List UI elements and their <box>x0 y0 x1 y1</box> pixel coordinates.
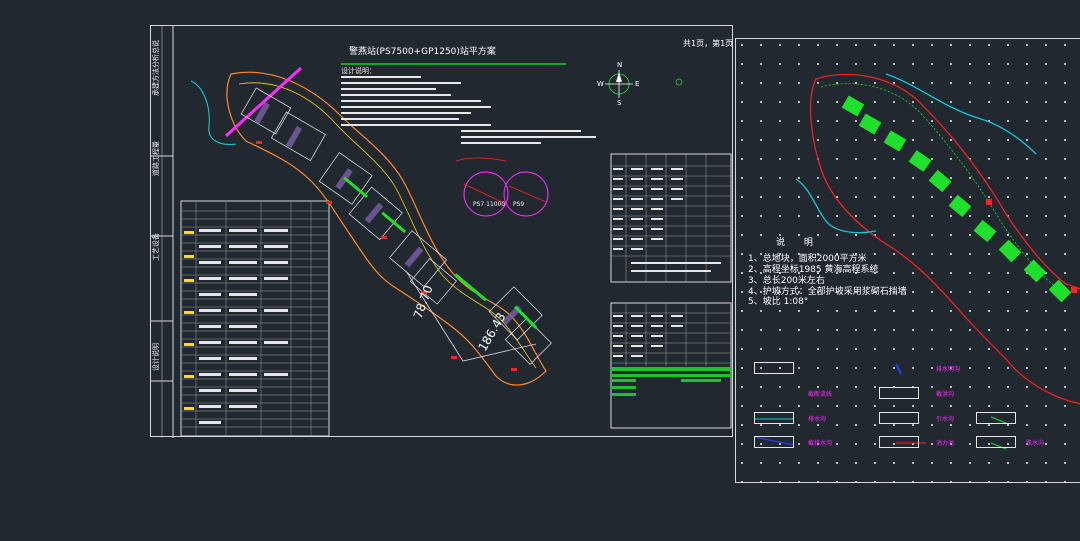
legend-item-4: 4、护坡方式：全部护坡采用浆砌石挡墙 <box>748 287 907 297</box>
notes-heading: 设计说明： <box>341 67 376 75</box>
drawing-sheet[interactable]: 警燕站(PS7500+GP1250)站平方案 共1页，第1页 设计说明： 承建方… <box>150 25 734 438</box>
symbol-label-1: 截断流线 <box>808 391 833 398</box>
symbol-box-2 <box>754 412 794 424</box>
site-plan-drawing <box>151 26 732 438</box>
detail-label-2: PS9 <box>513 201 525 208</box>
compass-w: W <box>597 80 604 88</box>
left-col-label-1: 承建方法分析总说 <box>152 40 160 96</box>
symbol-box-4 <box>879 387 919 399</box>
legend-title: 说 明 <box>776 238 821 248</box>
symbol-label-3: 截排水沟 <box>808 440 833 447</box>
legend-item-3: 3、总长200米左右 <box>748 276 825 286</box>
symbol-box-6 <box>879 436 919 448</box>
symbol-box-3 <box>754 436 794 448</box>
legend-item-2: 2、高程坐标1985 黄海高程系统 <box>748 265 879 275</box>
compass-s: S <box>617 99 622 107</box>
legend-item-1: 1、总地块，面积2000平方米 <box>748 254 867 264</box>
layout-viewport-right[interactable]: 说 明 1、总地块，面积2000平方米 2、高程坐标1985 黄海高程系统 3、… <box>735 38 1080 484</box>
symbol-box-8 <box>976 436 1016 448</box>
left-col-label-4: 设计说明 <box>152 343 160 371</box>
legend-item-5: 5、坡比 1:08° <box>748 297 809 307</box>
symbol-label-4: 排水明沟 <box>936 366 961 373</box>
compass-n: N <box>617 61 623 69</box>
sheet-label: 共1页，第1页 <box>683 39 734 48</box>
symbol-label-6: 引水沟 <box>936 416 955 423</box>
grid-and-plan <box>736 39 1080 484</box>
symbol-box-1 <box>754 362 794 374</box>
symbol-label-7: 消力池 <box>936 440 955 447</box>
drawing-title: 警燕站(PS7500+GP1250)站平方案 <box>349 47 496 57</box>
symbol-label-2: 排水沟 <box>808 416 827 423</box>
symbol-label-8: 跌水沟 <box>1026 440 1045 447</box>
symbol-box-5 <box>879 412 919 424</box>
left-col-label-2: 道路工程量 <box>152 141 160 176</box>
symbol-label-5: 截洪沟 <box>936 391 955 398</box>
detail-label-1: PS7 11000 <box>473 201 506 208</box>
symbol-box-7 <box>976 412 1016 424</box>
compass-e: E <box>635 80 640 88</box>
left-col-label-3: 工艺设备 <box>152 233 160 261</box>
